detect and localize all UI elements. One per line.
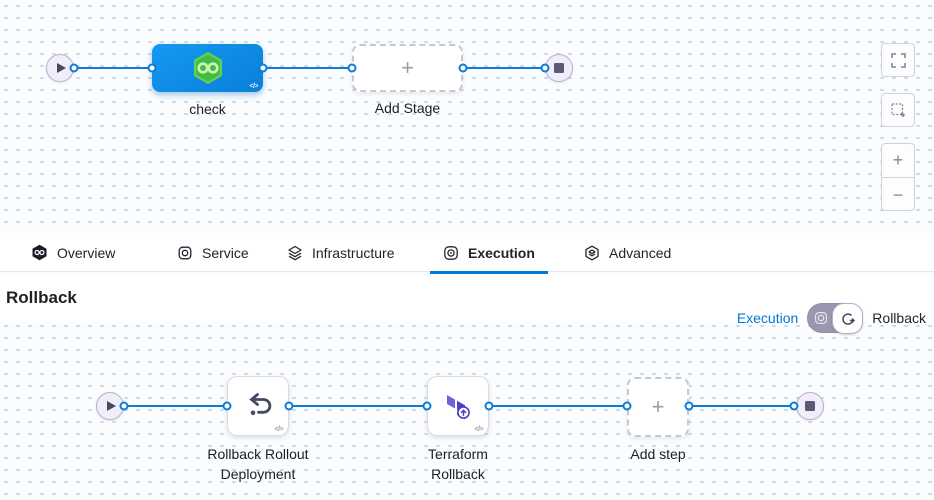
infrastructure-icon (288, 245, 302, 260)
fullscreen-icon (890, 52, 906, 68)
port-addstage-out[interactable] (458, 63, 468, 73)
rollback-undo-icon (249, 393, 272, 416)
play-icon (107, 401, 116, 411)
code-icon: </> (474, 426, 483, 433)
rollback-toggle[interactable] (807, 303, 864, 334)
step-node-terraform-rollback[interactable]: </> (427, 376, 489, 436)
step-label: Terraform Rollback (428, 446, 488, 482)
pipeline-end-node[interactable] (545, 54, 573, 82)
port-rb-start-out[interactable] (119, 401, 129, 411)
tab-label: Service (202, 244, 249, 261)
fullscreen-button[interactable] (881, 43, 915, 77)
execution-link[interactable]: Execution (736, 310, 799, 326)
section-title: Rollback (6, 288, 77, 307)
advanced-icon (585, 245, 599, 260)
tab-advanced[interactable]: Advanced (571, 233, 684, 272)
tab-infrastructure[interactable]: Infrastructure (274, 233, 407, 272)
minus-icon: − (892, 184, 904, 205)
tab-label: Infrastructure (312, 244, 395, 261)
port-step1-out[interactable] (284, 401, 294, 411)
plus-icon: + (401, 55, 414, 80)
rollback-canvas[interactable]: Rollback Execution Rollback (0, 272, 934, 500)
tab-label: Overview (57, 244, 116, 261)
stage-label: check (189, 101, 226, 117)
marquee-select-icon (891, 103, 905, 117)
add-stage-button[interactable]: + (352, 44, 463, 92)
plus-icon: + (892, 150, 904, 170)
stop-icon (554, 63, 564, 73)
port-check-out[interactable] (258, 63, 268, 73)
add-step-button[interactable]: + (627, 377, 689, 437)
code-icon: </> (274, 426, 283, 433)
zoom-control-group: + − (881, 143, 915, 211)
stop-icon (805, 401, 815, 411)
zoom-out-button[interactable]: − (882, 178, 914, 212)
harness-stage-icon (193, 52, 222, 84)
rollback-header-band (0, 276, 934, 322)
port-step1-in[interactable] (222, 401, 232, 411)
tab-service[interactable]: Service (164, 233, 262, 272)
step-label: Rollback Rollout Deployment (207, 446, 309, 482)
port-end-in[interactable] (540, 63, 550, 73)
port-step2-in[interactable] (422, 401, 432, 411)
stage-edge-line (74, 67, 545, 69)
execution-rollback-switch: Execution Rollback (737, 302, 926, 334)
harness-overview-icon (32, 244, 47, 261)
tab-execution[interactable]: Execution (430, 233, 548, 274)
plus-icon: + (651, 394, 665, 419)
execution-icon (815, 311, 828, 325)
port-addstep-in[interactable] (622, 401, 632, 411)
tab-label: Advanced (609, 244, 672, 261)
port-addstage-in[interactable] (347, 63, 357, 73)
port-check-in[interactable] (147, 63, 157, 73)
stage-config-tabbar: Overview Service Infrastructure Exe (0, 233, 934, 274)
execution-icon (444, 245, 458, 260)
tab-label: Execution (468, 244, 535, 261)
rollback-circle-arrow-icon (842, 312, 855, 325)
marquee-select-button[interactable] (881, 93, 915, 127)
port-addstep-out[interactable] (684, 401, 694, 411)
pipeline-start-node[interactable] (46, 54, 74, 82)
code-icon: </> (249, 83, 258, 90)
stage-node-check[interactable]: </> (152, 44, 263, 92)
service-icon (178, 246, 192, 259)
port-rb-end-in[interactable] (789, 401, 799, 411)
rollback-end-node[interactable] (796, 392, 824, 420)
play-icon (57, 63, 66, 73)
step-node-rollback-rollout[interactable]: </> (227, 376, 289, 436)
toggle-right-label: Rollback (872, 310, 926, 326)
port-start-out[interactable] (69, 63, 79, 73)
add-stage-label: Add Stage (374, 100, 441, 116)
port-step2-out[interactable] (484, 401, 494, 411)
stage-canvas[interactable]: </> check + Add Stage + (0, 0, 934, 233)
add-step-label: Add step (630, 446, 686, 462)
tab-overview[interactable]: Overview (18, 233, 128, 272)
zoom-in-button[interactable]: + (882, 144, 914, 178)
toggle-knob-rollback (832, 303, 864, 334)
terraform-icon (447, 395, 470, 420)
